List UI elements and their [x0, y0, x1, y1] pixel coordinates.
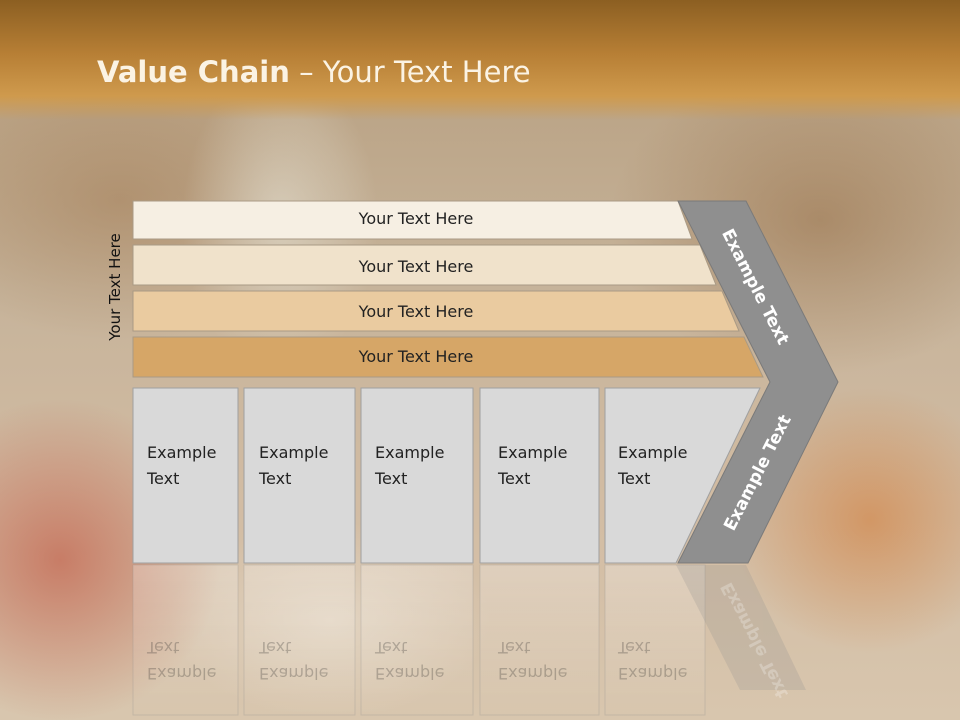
column-label-3-reflection: Example Text — [375, 638, 445, 683]
slide-title: Value Chain – Your Text Here — [97, 55, 531, 89]
row-2 — [132, 244, 717, 286]
row-label-2: Your Text Here — [358, 257, 474, 276]
column-label-1: Example Text — [147, 443, 217, 488]
row-label-4: Your Text Here — [358, 347, 474, 366]
columns-reflection — [132, 564, 806, 716]
column-4 — [479, 387, 600, 564]
column-label-3: Example Text — [375, 443, 445, 488]
row-4 — [132, 336, 764, 378]
row-3 — [132, 290, 740, 332]
chevron-arrow — [677, 200, 839, 564]
column-label-5: Example Text — [618, 443, 688, 488]
title-rest: – Your Text Here — [289, 55, 531, 89]
column-label-1-reflection: Example Text — [147, 638, 217, 683]
column-5 — [604, 387, 761, 564]
column-2 — [243, 387, 356, 564]
row-label-1: Your Text Here — [358, 209, 474, 228]
column-label-4: Example Text — [498, 443, 568, 488]
column-label-5-reflection: Example Text — [618, 638, 688, 683]
column-label-2-reflection: Example Text — [259, 638, 329, 683]
column-3 — [360, 387, 474, 564]
column-1 — [132, 387, 239, 564]
row-label-3: Your Text Here — [358, 302, 474, 321]
title-bold: Value Chain — [97, 55, 290, 89]
title-banner — [0, 0, 960, 120]
row-1 — [132, 200, 693, 240]
column-label-2: Example Text — [259, 443, 329, 488]
column-label-4-reflection: Example Text — [498, 638, 568, 683]
